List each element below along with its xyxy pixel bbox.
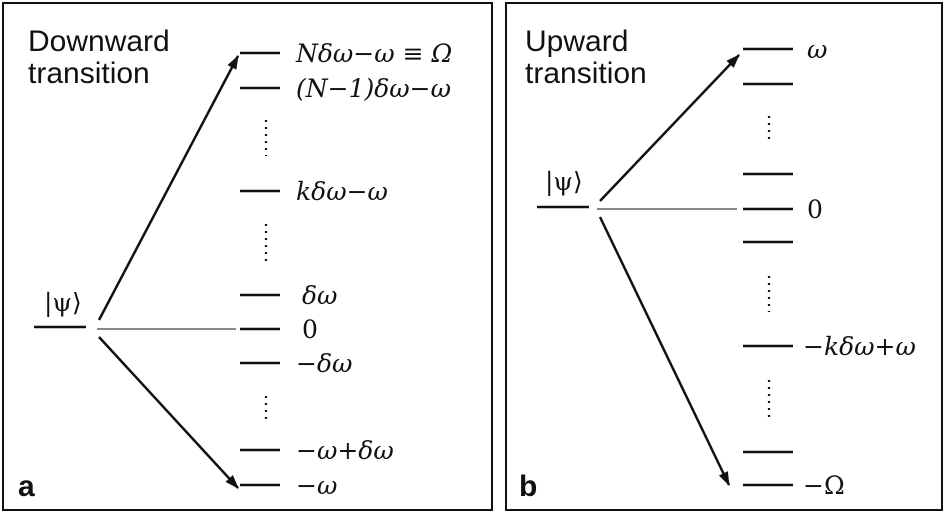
panel-a-level-label: 0 [302,315,318,344]
panel-a-level-label: kδω−ω [296,177,388,206]
panel-a-level-label: −δω [296,349,352,378]
panel-a-level-label: −ω [296,471,337,500]
panel-b-diagram: |ψ⟩ ω 0 −kδω+ω −Ω [537,35,916,500]
panel-a-arrow-down [98,336,239,489]
panel-a-diagram: |ψ⟩ Nδω−ω ≡ Ω (N−1)δω−ω kδω−ω δω 0 −δω −… [34,39,452,500]
panel-b-arrow-down [598,216,731,486]
panel-b-arrow-up [599,54,740,202]
panel-a-label: a [18,470,35,503]
panel-a-level-label: δω [302,281,337,310]
panel-upward-transition: Upward transition b |ψ⟩ ω 0 −k [505,2,943,511]
panel-b-title-line1: Upward [525,25,629,58]
panel-b-title-line2: transition [525,57,647,90]
panel-b-title: Upward transition [525,26,647,90]
panel-b-label: b [519,470,538,503]
panel-a-title-line2: transition [28,57,150,90]
panel-downward-transition: Downward transition a |ψ⟩ Nδω−ω ≡ Ω [2,2,493,511]
panel-b-level-label: −Ω [803,471,845,500]
panel-a-state-label: |ψ⟩ [44,288,82,318]
panel-a-title-line1: Downward [28,25,170,58]
panel-a-title: Downward transition [28,26,170,90]
panel-a-level-label: Nδω−ω ≡ Ω [295,39,452,68]
panel-a-level-label: (N−1)δω−ω [296,74,451,103]
panel-b-level-label: −kδω+ω [803,332,916,361]
panel-a-level-label: −ω+δω [296,436,394,465]
panel-a-arrow-up [97,55,240,321]
panel-b-state-label: |ψ⟩ [545,167,583,197]
panel-b-level-label: ω [807,35,827,64]
panel-b-level-label: 0 [807,195,823,224]
